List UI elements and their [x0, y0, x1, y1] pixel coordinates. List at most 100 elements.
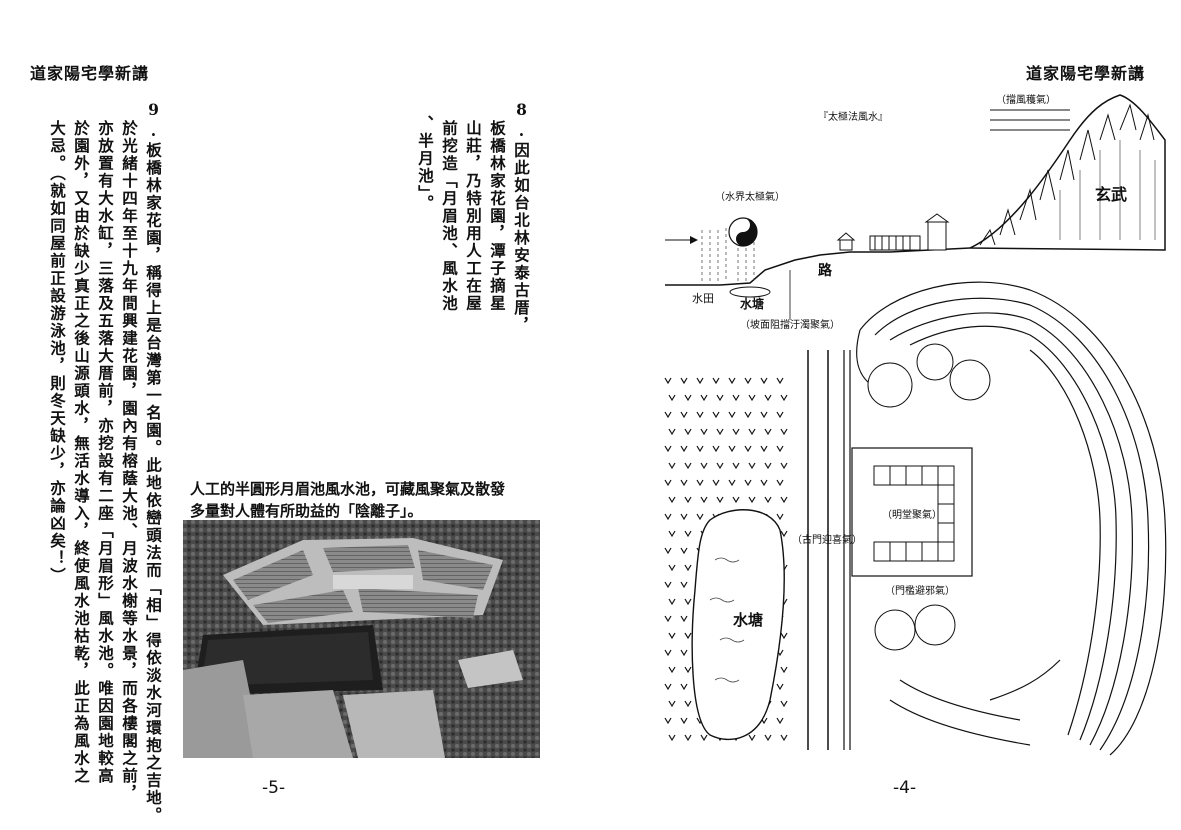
building-grid-cell [937, 541, 955, 562]
paddy-mark [668, 564, 676, 572]
paddy-mark [716, 462, 724, 470]
paddy-mark [780, 394, 788, 402]
diagram-label-xuanwu: 玄武 [1095, 185, 1127, 204]
paddy-mark [684, 598, 692, 606]
paddy-mark [696, 513, 704, 521]
paddy-mark [776, 377, 784, 385]
item9-col-4: 於園外，又由於缺少真正之後山源頭水，無活水導入，終使風水池枯乾，此正為風水之 [72, 120, 91, 785]
building-grid-cell [937, 484, 955, 505]
paddy-mark [776, 683, 784, 691]
ridge-sketch [856, 281, 1167, 756]
paddy-mark [680, 479, 688, 487]
paddy-mark [748, 428, 756, 436]
building-grid-cell [937, 522, 955, 543]
item8-col-3: 山莊，乃特別用人工在屋 [464, 120, 483, 313]
paddy-mark [728, 479, 736, 487]
paddy-mark [732, 462, 740, 470]
item9-col-2: 於光緒十四年至十九年間興建花園，園內有榕蔭大池、月波水榭等水景，而各樓閣之前， [120, 120, 139, 803]
paddy-mark [748, 394, 756, 402]
paddy-mark [712, 445, 720, 453]
building-grid-cell [889, 465, 907, 486]
paddy-mark [764, 428, 772, 436]
paddy-mark [732, 394, 740, 402]
paddy-mark [680, 581, 688, 589]
paddy-mark [716, 496, 724, 504]
building-grid-cell [889, 541, 907, 562]
diagram-label-small-pond: 水塘 [740, 296, 764, 311]
building-grid-cell [905, 465, 923, 486]
diagram-label-gate-evil: （門檻避邪氣） [885, 584, 955, 597]
mountain-sketch [969, 94, 1166, 251]
building-grid-cell [937, 465, 955, 486]
paddy-mark [668, 700, 676, 708]
paddy-mark [760, 411, 768, 419]
paddy-mark [760, 445, 768, 453]
left-page-number: -5- [262, 778, 286, 798]
paddy-mark [780, 462, 788, 470]
paddy-mark [684, 666, 692, 674]
paddy-mark [732, 496, 740, 504]
building-grid-cell [873, 541, 891, 562]
paddy-mark [776, 513, 784, 521]
paddy-mark [664, 717, 672, 725]
diagram-label-road: 路 [818, 262, 833, 279]
paddy-mark [668, 666, 676, 674]
paddy-mark [780, 734, 788, 742]
paddy-mark [668, 598, 676, 606]
paddy-mark [748, 734, 756, 742]
taiji-icon [728, 217, 758, 247]
paddy-mark [780, 632, 788, 640]
building-grid-cell [921, 541, 939, 562]
item8-col-5: 、半月池」。 [416, 115, 435, 213]
building-grid-cell [921, 465, 939, 486]
house-row-sketch [836, 213, 950, 251]
paddy-mark [728, 445, 736, 453]
paddy-mark [668, 734, 676, 742]
item8-col-1: 8.因此如台北林安泰古厝， [512, 100, 531, 335]
right-page-number: -4- [893, 778, 917, 798]
paddy-mark [700, 734, 708, 742]
paddy-mark [684, 564, 692, 572]
diagram-label-slope: （坡面阻擋汙濁聚氣） [740, 318, 840, 331]
paddy-mark [684, 394, 692, 402]
paddy-mark [760, 479, 768, 487]
paddy-mark [712, 377, 720, 385]
paddy-mark [764, 734, 772, 742]
left-page-header: 道家陽宅學新講 [30, 64, 150, 83]
paddy-mark [728, 377, 736, 385]
paddy-mark [680, 547, 688, 555]
garden-aerial-photo [183, 520, 540, 758]
paddy-mark [664, 479, 672, 487]
paddy-mark [668, 632, 676, 640]
item8-col-4: 前挖造「月眉池、風水池 [440, 120, 459, 313]
paddy-mark [680, 683, 688, 691]
paddy-mark [680, 717, 688, 725]
item9-col-3: 亦放置有大水缸，三落及五落大厝前，亦挖設有二座「月眉形」風水池。唯因園地較高 [96, 120, 115, 785]
paddy-mark [684, 700, 692, 708]
paddy-mark [680, 649, 688, 657]
paddy-mark [776, 479, 784, 487]
paddy-mark [744, 411, 752, 419]
paddy-mark [748, 496, 756, 504]
paddy-mark [780, 428, 788, 436]
paddy-mark [668, 530, 676, 538]
paddy-mark [664, 547, 672, 555]
paddy-mark [780, 530, 788, 538]
photo-caption-line-1: 人工的半圓形月眉池風水池，可藏風聚氣及散發 [190, 480, 506, 498]
paddy-mark [748, 462, 756, 470]
paddy-mark [744, 479, 752, 487]
paddy-mark [700, 394, 708, 402]
paddy-mark [684, 734, 692, 742]
paddy-mark [664, 513, 672, 521]
paddy-mark [680, 615, 688, 623]
paddy-mark [684, 632, 692, 640]
paddy-mark [780, 666, 788, 674]
paddy-mark [684, 462, 692, 470]
paddy-mark [680, 411, 688, 419]
paddy-mark [696, 445, 704, 453]
diagram-label-ming-tang: （明堂聚氣） [882, 508, 942, 521]
item9-col-5: 大忌。（就如同屋前正設游泳池，則冬天缺少，亦論凶矣！） [48, 120, 67, 585]
paddy-mark [668, 462, 676, 470]
item9-col-1: 9.板橋林家花園，稱得上是台灣第一名園。此地依巒頭法而「相」得依淡水河環抱之吉地… [144, 100, 163, 825]
paddy-mark [764, 462, 772, 470]
